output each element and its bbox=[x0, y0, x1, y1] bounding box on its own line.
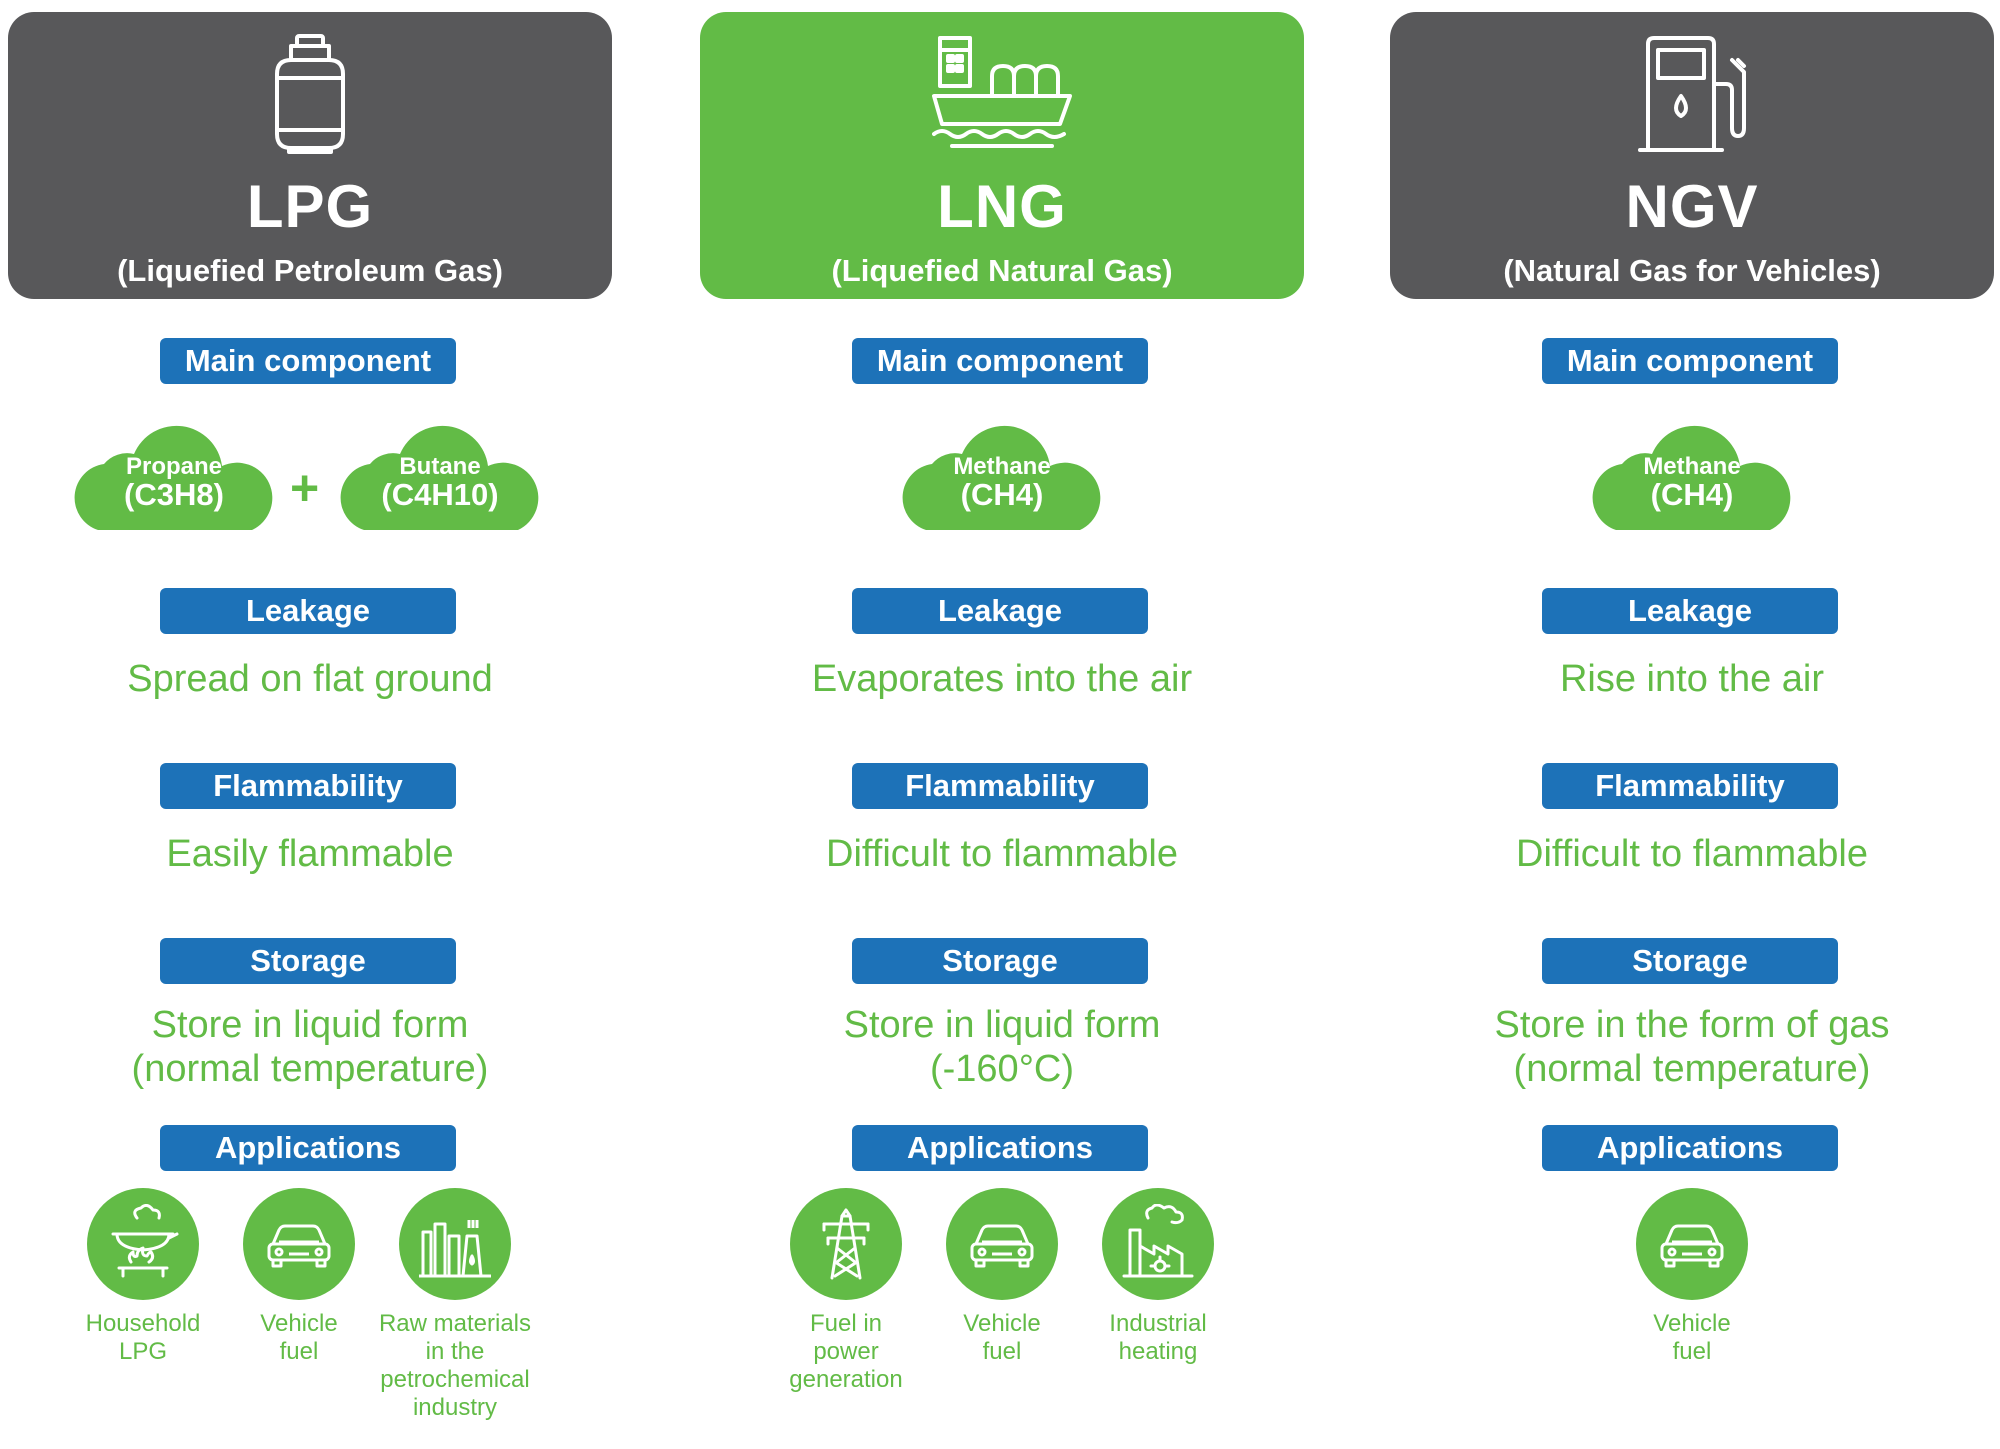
factory-heating-icon bbox=[1122, 1204, 1194, 1278]
lpg-storage-line1: Store in liquid form bbox=[151, 1004, 469, 1046]
lpg-app-household-label: Household LPG bbox=[85, 1310, 201, 1365]
lng-methane-formula: (CH4) bbox=[960, 477, 1044, 512]
lpg-main-component-label: Main component bbox=[160, 338, 456, 384]
household-stove-icon bbox=[111, 1204, 179, 1278]
ngv-title: NGV bbox=[1625, 173, 1759, 240]
lpg-storage-line2: (normal temperature) bbox=[131, 1048, 489, 1090]
lng-app-power-label: Fuel in power generation bbox=[789, 1310, 903, 1393]
lng-app-industrial-label: Industrial heating bbox=[1109, 1310, 1207, 1365]
lng-subtitle: (Liquefied Natural Gas) bbox=[831, 253, 1173, 288]
ngv-leakage-label: Leakage bbox=[1542, 588, 1838, 634]
lng-applications-label: Applications bbox=[852, 1125, 1148, 1171]
car-icon bbox=[267, 1224, 331, 1268]
ngv-header: NGV (Natural Gas for Vehicles) bbox=[1390, 12, 1994, 299]
lpg-butane-cloud: Butane (C4H10) bbox=[330, 412, 550, 532]
lpg-app-petrochemical-label: Raw materials in the petrochemical indus… bbox=[378, 1310, 532, 1421]
lng-storage-label: Storage bbox=[852, 938, 1148, 984]
lng-main-component-label: Main component bbox=[852, 338, 1148, 384]
lpg-app-petrochemical: Raw materials in the petrochemical indus… bbox=[375, 1188, 535, 1422]
lpg-flammability-text: Easily flammable bbox=[166, 833, 454, 875]
lpg-applications-label: Applications bbox=[160, 1125, 456, 1171]
lng-leakage-text: Evaporates into the air bbox=[811, 658, 1193, 700]
ngv-main-component-label: Main component bbox=[1542, 338, 1838, 384]
lpg-propane-cloud: Propane (C3H8) bbox=[64, 412, 284, 532]
ngv-storage-line2: (normal temperature) bbox=[1513, 1048, 1871, 1090]
lng-app-vehicle-label: Vehicle fuel bbox=[963, 1310, 1041, 1365]
lpg-header: LPG (Liquefied Petroleum Gas) bbox=[8, 12, 612, 299]
lng-storage-line2: (-160°C) bbox=[929, 1048, 1074, 1090]
ngv-app-vehicle: Vehicle fuel bbox=[1612, 1188, 1772, 1366]
lpg-title: LPG bbox=[246, 173, 374, 240]
ngv-methane-cloud: Methane (CH4) bbox=[1582, 412, 1802, 532]
power-tower-icon bbox=[822, 1208, 870, 1280]
lpg-subtitle: (Liquefied Petroleum Gas) bbox=[117, 253, 503, 288]
ngv-storage-line1: Store in the form of gas bbox=[1494, 1004, 1890, 1046]
lng-app-industrial: Industrial heating bbox=[1078, 1188, 1238, 1366]
lng-app-power: Fuel in power generation bbox=[766, 1188, 926, 1394]
ngv-storage-label: Storage bbox=[1542, 938, 1838, 984]
lng-methane-cloud: Methane (CH4) bbox=[892, 412, 1112, 532]
lng-leakage-label: Leakage bbox=[852, 588, 1148, 634]
butane-name: Butane bbox=[399, 453, 481, 480]
gas-cylinder-icon bbox=[275, 34, 345, 154]
lng-title: LNG bbox=[937, 173, 1067, 240]
lpg-column: LPG (Liquefied Petroleum Gas) Main compo… bbox=[8, 0, 612, 1449]
lpg-storage-label: Storage bbox=[160, 938, 456, 984]
ngv-methane-name: Methane bbox=[1643, 453, 1741, 480]
ngv-methane-formula: (CH4) bbox=[1650, 477, 1734, 512]
ngv-subtitle: (Natural Gas for Vehicles) bbox=[1503, 253, 1881, 288]
lpg-leakage-text: Spread on flat ground bbox=[127, 658, 493, 700]
lng-flammability-label: Flammability bbox=[852, 763, 1148, 809]
ngv-applications-label: Applications bbox=[1542, 1125, 1838, 1171]
fuel-pump-icon bbox=[1638, 36, 1746, 152]
car-icon bbox=[970, 1224, 1034, 1268]
car-icon bbox=[1660, 1224, 1724, 1268]
propane-name: Propane bbox=[125, 453, 223, 480]
ngv-flammability-text: Difficult to flammable bbox=[1516, 833, 1868, 875]
lpg-app-vehicle-label: Vehicle fuel bbox=[260, 1310, 338, 1365]
lng-column: LNG (Liquefied Natural Gas) Main compone… bbox=[700, 0, 1304, 1449]
ngv-leakage-text: Rise into the air bbox=[1559, 658, 1824, 700]
butane-formula: (C4H10) bbox=[381, 477, 499, 512]
lpg-leakage-label: Leakage bbox=[160, 588, 456, 634]
plus-sign: + bbox=[290, 460, 320, 516]
lpg-flammability-label: Flammability bbox=[160, 763, 456, 809]
lng-storage-line1: Store in liquid form bbox=[843, 1004, 1161, 1046]
lpg-app-vehicle: Vehicle fuel bbox=[219, 1188, 379, 1366]
ngv-app-vehicle-label: Vehicle fuel bbox=[1653, 1310, 1731, 1365]
lng-methane-name: Methane bbox=[953, 453, 1051, 480]
lpg-app-household: Household LPG bbox=[63, 1188, 223, 1366]
lng-header: LNG (Liquefied Natural Gas) bbox=[700, 12, 1304, 299]
ngv-column: NGV (Natural Gas for Vehicles) Main comp… bbox=[1390, 0, 1994, 1449]
lng-tanker-ship-icon bbox=[932, 36, 1072, 148]
propane-formula: (C3H8) bbox=[124, 477, 224, 512]
lng-app-vehicle: Vehicle fuel bbox=[922, 1188, 1082, 1366]
ngv-flammability-label: Flammability bbox=[1542, 763, 1838, 809]
lng-flammability-text: Difficult to flammable bbox=[826, 833, 1178, 875]
petrochemical-plant-icon bbox=[419, 1220, 491, 1278]
